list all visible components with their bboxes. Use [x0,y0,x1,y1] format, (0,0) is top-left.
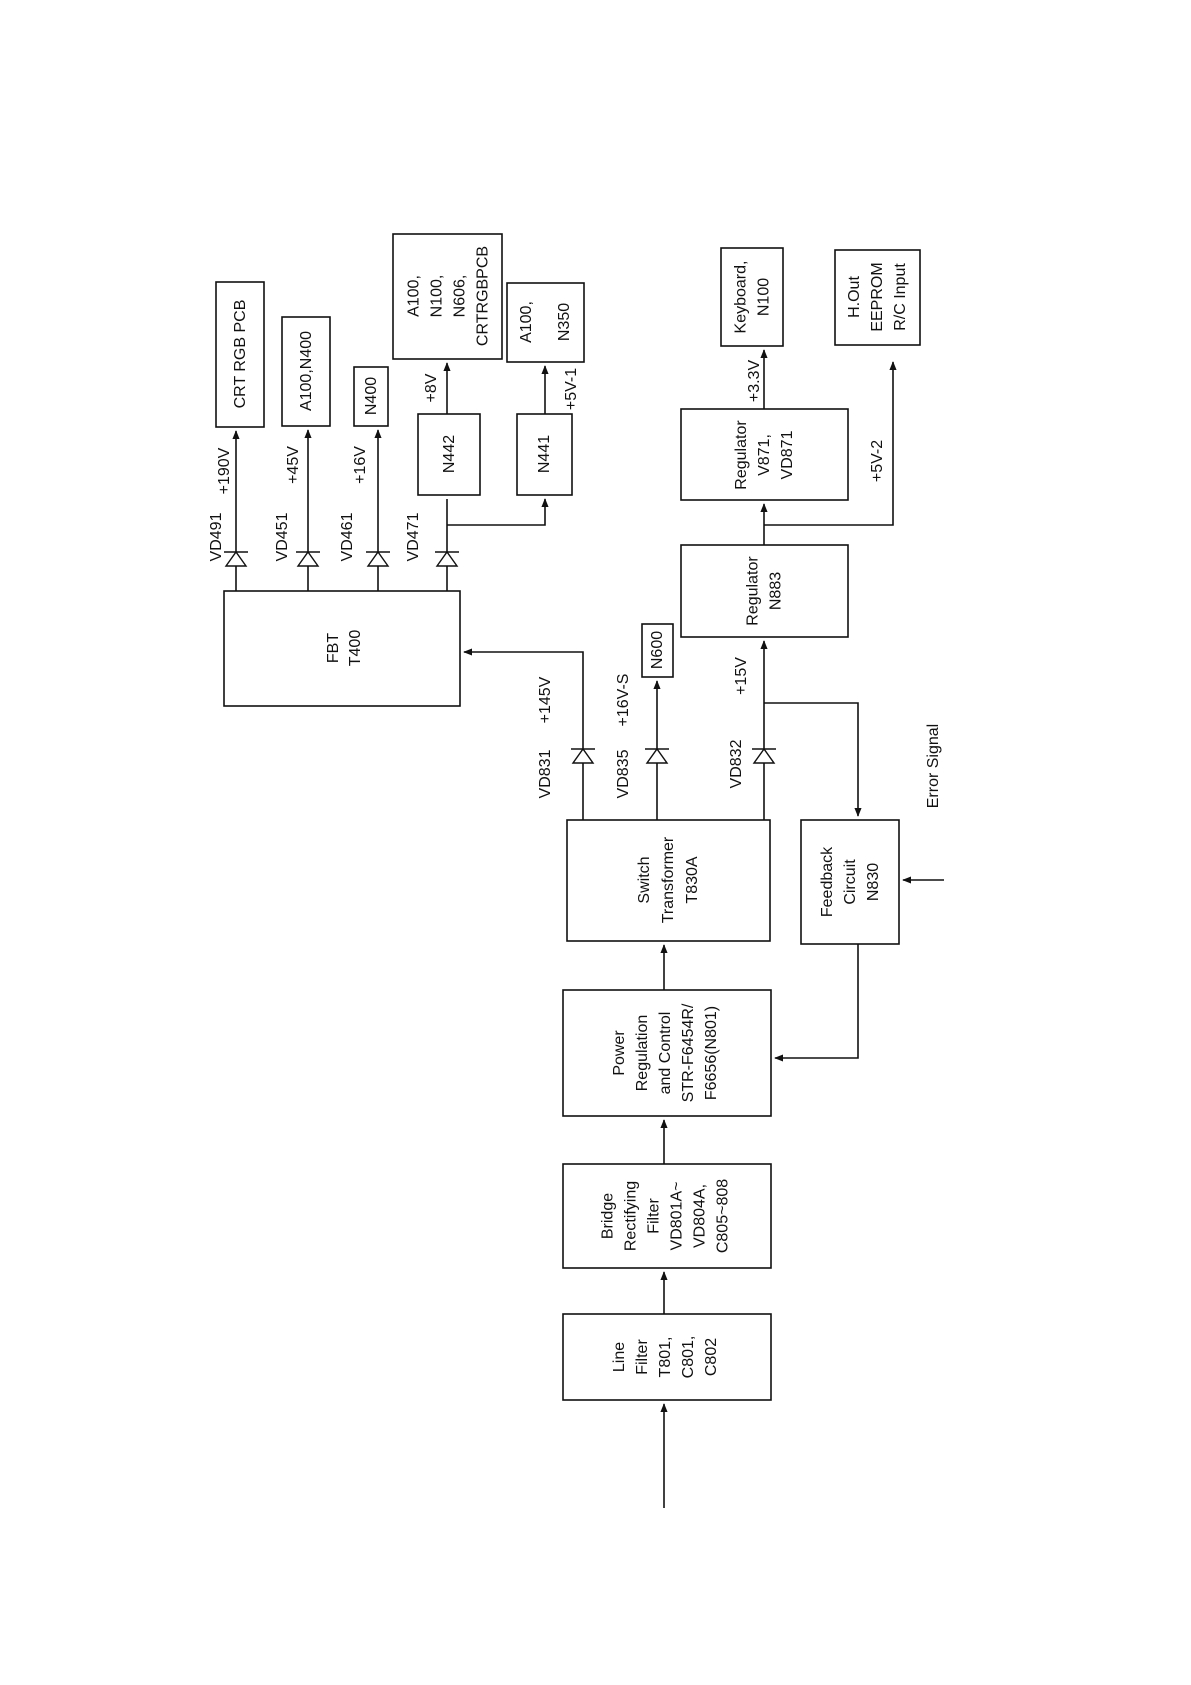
diode-vd471 [435,550,459,567]
error-signal-label: Error Signal [925,724,942,808]
n441-label: N441 [536,435,553,473]
n442-label: N442 [441,435,458,473]
voltage-15v-label: +15V [733,657,750,695]
keyboard-label: Keyboard,N100 [733,261,773,334]
regulator-n883-block [680,544,849,638]
vd491-label: VD491 [208,512,225,561]
crt-rgb-pcb-label: CRT RGB PCB [232,300,249,409]
feedback-to-power-arrow [774,944,859,1062]
voltage-190v-label: +190V [216,447,233,494]
power-regulation-block [562,989,772,1117]
a100-n400-label: A100,N400 [298,331,315,411]
voltage-3v3-label: +3.3V [746,360,763,403]
vd471-label: VD471 [405,512,422,561]
vd461-label: VD461 [339,512,356,561]
voltage-8v-label: +8V [423,373,440,402]
hout-eeprom-block [834,249,921,346]
diode-vd461 [366,550,390,567]
a100-n350-block [506,282,585,363]
switch-transformer-block [566,819,771,942]
diode-vd491 [224,550,248,567]
vd831-label: VD831 [537,749,554,798]
bridge-rectifying-filter-block [562,1163,772,1269]
diode-vd451 [296,550,320,567]
voltage-45v-label: +45V [285,446,302,484]
a100-n100-label: A100,N100,N606,CRTRGBPCB [406,246,492,346]
keyboard-n100-block [720,247,784,347]
regulator-v871-block [680,408,849,501]
n400-block [353,366,389,427]
vd835-label: VD835 [615,749,632,798]
voltage-5v2-label: +5V-2 [869,440,886,482]
line-filter-block [562,1313,772,1401]
n600-block [641,623,674,678]
arrow-5v2-to-hout [764,361,897,526]
n600-label: N600 [649,631,666,669]
diode-vd832 [752,747,776,764]
n441-block [516,413,573,496]
feed-to-feedback-arrow [764,702,862,817]
arrow-145v-to-fbt [463,648,584,820]
vd832-label: VD832 [728,739,745,788]
n442-block [417,413,481,496]
voltage-16vs-label: +16V-S [615,674,632,727]
voltage-145v-label: +145V [537,676,554,723]
fbt-block [223,590,461,707]
feedback-circuit-block [800,819,900,945]
n400-label: N400 [363,377,380,415]
voltage-16v-label: +16V [352,446,369,484]
a100-n100-n606-block [392,233,503,360]
diode-vd831 [571,747,595,764]
crt-rgb-pcb-block [215,281,265,428]
diode-vd835 [645,747,669,764]
a100-n400-block [281,316,331,427]
voltage-5v1-label: +5V-1 [563,368,580,410]
arrow-to-n441 [447,498,549,526]
vd451-label: VD451 [274,512,291,561]
a100-n350-label: A100,N350 [518,301,573,343]
